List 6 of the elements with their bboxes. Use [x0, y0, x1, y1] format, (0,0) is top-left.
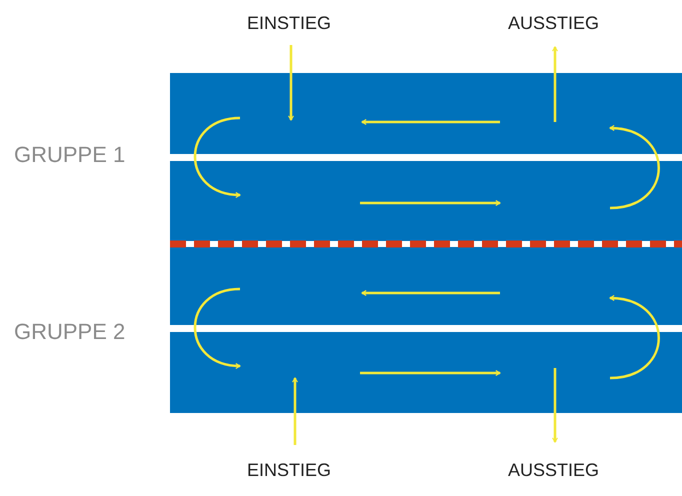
exit-label: AUSSTIEG: [508, 461, 600, 479]
entry-label: EINSTIEG: [247, 14, 332, 32]
exit-label: AUSSTIEG: [508, 14, 600, 32]
group-label: GRUPPE 2: [14, 321, 126, 343]
group-label: GRUPPE 1: [14, 144, 126, 166]
entry-label: EINSTIEG: [247, 461, 332, 479]
